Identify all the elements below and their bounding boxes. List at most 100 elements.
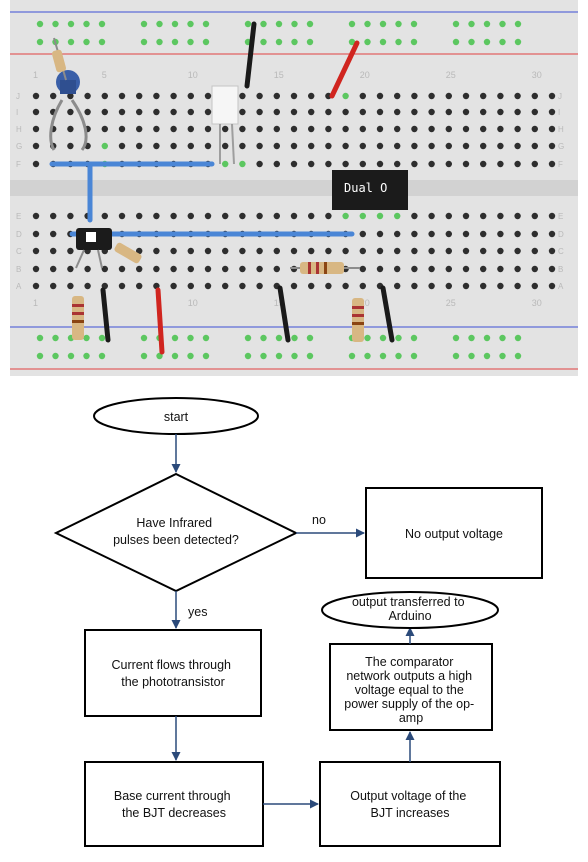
power-rail-hole	[52, 352, 59, 360]
power-rail-hole	[468, 38, 475, 46]
power-rail-hole	[140, 20, 148, 28]
breadboard-hole	[325, 125, 332, 133]
power-rail-hole	[187, 334, 194, 342]
breadboard-hole	[411, 108, 418, 116]
column-number-label: 5	[102, 70, 107, 80]
output-voltage-box	[319, 761, 501, 847]
power-rail-hole	[244, 334, 252, 342]
breadboard-hole	[342, 160, 349, 168]
column-number-label: 30	[532, 298, 542, 308]
breadboard-hole	[273, 265, 280, 273]
breadboard-hole	[118, 108, 126, 116]
decision-label: Have Infrared pulses been detected?	[113, 516, 239, 547]
breadboard-hole	[359, 160, 366, 168]
row-letter-label: C	[16, 247, 22, 256]
row-letter-label: H	[558, 125, 564, 134]
breadboard-hole	[531, 230, 538, 238]
breadboard-hole	[325, 160, 332, 168]
edge-label-yes: yes	[188, 605, 207, 619]
breadboard-hole	[376, 92, 384, 100]
breadboard-hole	[531, 265, 538, 273]
no-output-label: No output voltage	[405, 527, 503, 541]
power-rail-hole	[514, 20, 522, 28]
breadboard-hole	[445, 142, 452, 150]
breadboard-hole	[101, 92, 109, 100]
power-rail-hole	[171, 20, 179, 28]
power-rail-hole	[260, 38, 267, 46]
breadboard-hole	[394, 160, 401, 168]
breadboard-hole	[308, 247, 315, 255]
black-wire-bottom-2	[277, 285, 291, 343]
center-divider	[10, 180, 578, 196]
breadboard-hole	[497, 108, 504, 116]
power-rail-hole	[395, 334, 402, 342]
power-rail-hole	[98, 334, 106, 342]
row-letter-label: E	[16, 212, 21, 221]
breadboard-hole	[136, 142, 143, 150]
breadboard-hole	[101, 265, 109, 273]
breadboard-hole	[359, 265, 366, 273]
breadboard-hole	[222, 125, 229, 133]
breadboard-hole	[118, 282, 126, 290]
power-rail-hole	[348, 20, 356, 28]
breadboard-hole	[428, 247, 435, 255]
breadboard-hole	[480, 265, 487, 273]
breadboard-hole	[136, 247, 143, 255]
power-rail-hole	[67, 352, 75, 360]
breadboard-hole	[32, 265, 40, 273]
breadboard-hole	[376, 160, 384, 168]
breadboard-hole	[394, 125, 401, 133]
breadboard-hole	[308, 282, 315, 290]
breadboard-hole	[376, 247, 384, 255]
power-rail-hole	[348, 352, 356, 360]
breadboard-hole	[480, 92, 487, 100]
breadboard-hole	[256, 282, 263, 290]
breadboard-hole	[273, 92, 280, 100]
breadboard-hole	[290, 108, 298, 116]
breadboard-hole	[531, 125, 538, 133]
breadboard-hole	[342, 142, 349, 150]
power-rail-hole	[202, 20, 210, 28]
npn-transistor	[75, 228, 112, 269]
breadboard-hole	[136, 212, 143, 220]
breadboard-hole	[548, 282, 556, 290]
column-number-label: 10	[188, 298, 198, 308]
power-rail-hole	[275, 352, 283, 360]
power-rail-hole	[36, 20, 44, 28]
power-rail-hole	[483, 38, 491, 46]
power-rail-hole	[291, 38, 298, 46]
breadboard-hole	[273, 108, 280, 116]
breadboard-hole	[118, 265, 126, 273]
power-rail-hole	[379, 38, 387, 46]
breadboard-hole	[514, 125, 521, 133]
breadboard-hole	[394, 108, 401, 116]
power-rail-hole	[36, 352, 44, 360]
power-rail-hole	[452, 352, 460, 360]
breadboard-hole	[239, 265, 246, 273]
column-number-label: 25	[446, 70, 456, 80]
breadboard-hole	[531, 92, 538, 100]
resistor-horizontal	[290, 262, 360, 274]
phototransistor-ir	[49, 70, 88, 151]
power-rail-hole	[291, 334, 298, 342]
power-rail-hole	[306, 334, 314, 342]
breadboard-hole	[308, 92, 315, 100]
breadboard-hole	[204, 212, 212, 220]
breadboard-hole	[359, 212, 366, 220]
breadboard-hole	[480, 247, 487, 255]
power-rail-hole	[499, 20, 506, 28]
breadboard-hole	[32, 230, 40, 238]
breadboard-hole	[32, 142, 40, 150]
breadboard-hole	[376, 142, 384, 150]
breadboard-hole	[84, 92, 91, 100]
power-rail-hole	[171, 38, 179, 46]
red-wire-bottom	[155, 287, 165, 355]
breadboard-hole	[101, 212, 109, 220]
breadboard-hole	[222, 160, 229, 168]
breadboard-hole	[118, 92, 126, 100]
breadboard-hole	[290, 282, 298, 290]
power-rail-hole	[36, 38, 44, 46]
breadboard-hole	[101, 108, 109, 116]
breadboard-hole	[32, 212, 40, 220]
power-rail-hole	[348, 38, 356, 46]
